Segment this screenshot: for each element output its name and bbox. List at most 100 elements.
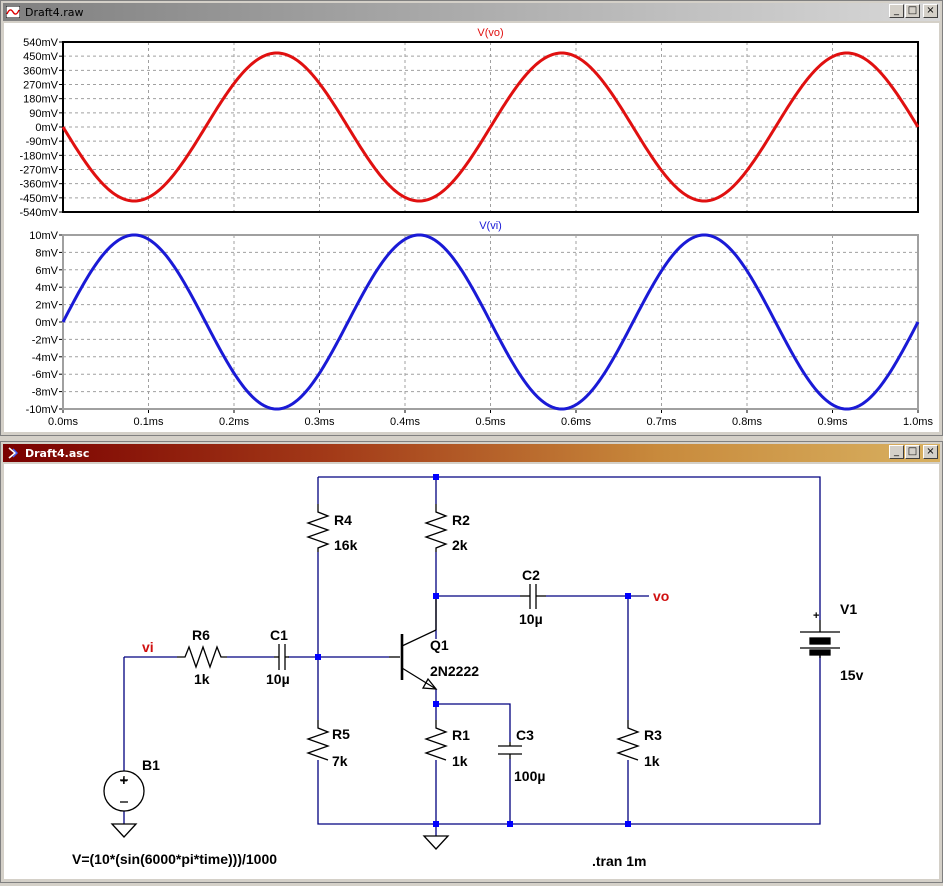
net-label-vi: vi bbox=[142, 639, 154, 655]
ground-symbol-main bbox=[422, 835, 450, 850]
R2-label: R2 bbox=[452, 512, 470, 528]
x-tick-label: 0.8ms bbox=[732, 416, 762, 428]
component-symbols bbox=[103, 504, 840, 850]
junction-dot bbox=[433, 593, 439, 599]
y-tick-label: 0mV bbox=[35, 317, 58, 329]
junction-dot bbox=[433, 821, 439, 827]
x-tick-label: 0.5ms bbox=[476, 416, 506, 428]
y-tick-label: 2mV bbox=[35, 300, 58, 312]
C1-label: C1 bbox=[270, 627, 288, 643]
y-tick-label: -8mV bbox=[32, 387, 59, 399]
trace-title[interactable]: V(vi) bbox=[479, 220, 502, 232]
y-tick-label: 360mV bbox=[23, 65, 59, 77]
R6-value: 1k bbox=[194, 671, 210, 687]
battery-V1 bbox=[800, 620, 840, 658]
minimize-button[interactable]: _ bbox=[889, 4, 904, 18]
C2-label: C2 bbox=[522, 567, 540, 583]
junction-dot bbox=[433, 701, 439, 707]
y-tick-label: 6mV bbox=[35, 265, 58, 277]
R2-value: 2k bbox=[452, 537, 468, 553]
x-tick-label: 0.1ms bbox=[134, 416, 164, 428]
y-tick-label: -4mV bbox=[32, 352, 59, 364]
close-button[interactable]: × bbox=[923, 4, 938, 18]
close-button[interactable]: × bbox=[923, 445, 938, 459]
y-tick-label: -180mV bbox=[19, 150, 58, 162]
y-tick-label: 450mV bbox=[23, 51, 59, 63]
capacitor-C2 bbox=[520, 584, 546, 609]
R4-label: R4 bbox=[334, 512, 352, 528]
resistor-R3 bbox=[616, 720, 640, 761]
R4-value: 16k bbox=[334, 537, 358, 553]
junction-dot bbox=[315, 654, 321, 660]
y-tick-label: 0mV bbox=[35, 122, 58, 134]
wires bbox=[123, 476, 821, 836]
capacitor-C3 bbox=[498, 742, 522, 759]
restore-button[interactable]: □ bbox=[905, 4, 920, 18]
x-tick-label: 0.7ms bbox=[647, 416, 677, 428]
resistor-R6 bbox=[177, 645, 227, 669]
plus-sign-icon: + bbox=[813, 610, 819, 622]
y-tick-label: -90mV bbox=[26, 136, 59, 148]
voltage-source-B1 bbox=[103, 770, 145, 812]
schematic-icon bbox=[5, 445, 21, 461]
ground-symbol-b1 bbox=[110, 823, 138, 838]
schematic-canvas[interactable]: + + R4 16k R2 2k C2 10µ V1 15v bbox=[4, 464, 939, 879]
y-tick-label: -540mV bbox=[19, 207, 58, 219]
R5-label: R5 bbox=[332, 726, 350, 742]
Q1-value: 2N2222 bbox=[430, 663, 479, 679]
y-tick-label: -10mV bbox=[26, 404, 59, 416]
restore-button[interactable]: □ bbox=[905, 445, 920, 459]
y-tick-label: -450mV bbox=[19, 193, 58, 205]
resistor-R1 bbox=[424, 720, 448, 761]
y-tick-label: -270mV bbox=[19, 165, 58, 177]
junction-dot bbox=[507, 821, 513, 827]
y-tick-label: 90mV bbox=[29, 108, 58, 120]
V1-value: 15v bbox=[840, 667, 864, 683]
V1-label: V1 bbox=[840, 601, 857, 617]
x-tick-label: 0.9ms bbox=[818, 416, 848, 428]
R5-value: 7k bbox=[332, 753, 348, 769]
resistor-R2 bbox=[424, 504, 448, 552]
trace-title[interactable]: V(vo) bbox=[477, 27, 503, 39]
C3-label: C3 bbox=[516, 727, 534, 743]
resistor-R5 bbox=[306, 720, 330, 761]
resistor-R4 bbox=[306, 504, 330, 552]
C3-value: 100µ bbox=[514, 768, 545, 784]
source-expression: V=(10*(sin(6000*pi*time)))/1000 bbox=[72, 851, 277, 867]
x-tick-label: 0.2ms bbox=[219, 416, 249, 428]
x-tick-label: 0.6ms bbox=[561, 416, 591, 428]
R3-value: 1k bbox=[644, 753, 660, 769]
R3-label: R3 bbox=[644, 727, 662, 743]
x-tick-label: 0.0ms bbox=[48, 416, 78, 428]
schematic-window-title: Draft4.asc bbox=[25, 446, 90, 460]
waveform-titlebar[interactable]: Draft4.raw _ □ × bbox=[3, 3, 940, 21]
y-tick-label: 10mV bbox=[29, 230, 58, 242]
R6-label: R6 bbox=[192, 627, 210, 643]
C1-value: 10µ bbox=[266, 671, 290, 687]
junction-dot bbox=[433, 474, 439, 480]
junction-dot bbox=[625, 593, 631, 599]
R1-value: 1k bbox=[452, 753, 468, 769]
schematic-titlebar[interactable]: Draft4.asc _ □ × bbox=[3, 444, 940, 462]
y-tick-label: 270mV bbox=[23, 80, 59, 92]
plot-pane-2[interactable]: 10mV8mV6mV4mV2mV0mV-2mV-4mV-6mV-8mV-10mV… bbox=[26, 220, 934, 428]
B1-label: B1 bbox=[142, 757, 160, 773]
trace-vvi bbox=[61, 233, 920, 411]
waveform-plots[interactable]: 540mV450mV360mV270mV180mV90mV0mV-90mV-18… bbox=[4, 23, 941, 434]
junction-dot bbox=[625, 821, 631, 827]
x-tick-label: 0.4ms bbox=[390, 416, 420, 428]
trace-vvo bbox=[61, 51, 920, 203]
capacitor-C1 bbox=[274, 644, 289, 670]
tran-directive: .tran 1m bbox=[592, 853, 646, 869]
y-tick-label: 8mV bbox=[35, 247, 58, 259]
waveform-window-title: Draft4.raw bbox=[25, 5, 84, 19]
plot-pane-1[interactable]: 540mV450mV360mV270mV180mV90mV0mV-90mV-18… bbox=[19, 27, 920, 219]
x-tick-label: 0.3ms bbox=[305, 416, 335, 428]
schematic-drawing: + + R4 16k R2 2k C2 10µ V1 15v bbox=[72, 474, 864, 869]
minimize-button[interactable]: _ bbox=[889, 445, 904, 459]
net-label-vo: vo bbox=[653, 588, 669, 604]
waveform-icon bbox=[5, 4, 21, 20]
C2-value: 10µ bbox=[519, 611, 543, 627]
